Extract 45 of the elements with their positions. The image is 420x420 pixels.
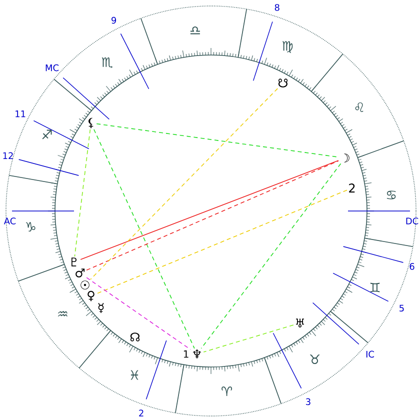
house-label: MC: [46, 64, 59, 72]
planet-glyph: ☋: [278, 78, 288, 88]
zodiac-sign: ♊: [370, 282, 380, 292]
house-label: 3: [306, 398, 310, 406]
planet-glyph: 2: [349, 184, 355, 192]
house-label: IC: [366, 350, 374, 358]
house-label: 8: [274, 4, 280, 11]
aspect-line: [96, 190, 348, 294]
zodiac-sign: ♐: [42, 130, 52, 140]
aspect-line: [86, 277, 191, 350]
planet-glyph: ♅: [296, 318, 304, 328]
aspect-line: [203, 324, 294, 352]
zodiac-sign: ♈: [222, 386, 232, 396]
planet-glyph: ☉: [80, 280, 90, 290]
zodiac-sign: ♌: [355, 102, 364, 112]
house-label: 5: [400, 304, 404, 312]
planet-glyph: ♀: [88, 290, 94, 302]
house-label: 9: [112, 16, 116, 24]
aspect-line: [94, 128, 195, 349]
planet-glyph: ☿: [98, 303, 104, 313]
house-label: DC: [406, 218, 418, 224]
zodiac-sign: ♋: [386, 190, 396, 200]
planet-glyph: ☽: [344, 154, 350, 162]
aspect-line: [200, 163, 342, 349]
zodiac-sign: ♓: [130, 370, 138, 380]
planet-glyph: ♇: [72, 258, 76, 266]
zodiac-sign: ♏: [102, 57, 113, 68]
planet-glyph: ⚸: [88, 118, 94, 128]
planet-glyph: ♆: [193, 350, 201, 358]
zodiac-sign: ♒: [58, 311, 68, 317]
house-label: 11: [16, 110, 26, 118]
zodiac-sign: ♉: [310, 354, 320, 364]
aspect-line: [96, 123, 339, 158]
planet-glyph: ☊: [130, 332, 140, 342]
house-label: 2: [139, 410, 144, 416]
house-label: 6: [410, 263, 414, 270]
zodiac-sign: ♑: [26, 222, 36, 232]
zodiac-sign: ♍: [282, 41, 293, 53]
house-label: 12: [3, 152, 13, 159]
house-label: AC: [4, 218, 16, 224]
aspect-line: [74, 128, 91, 257]
planet-glyph: ♂: [76, 268, 85, 278]
planet-number: 1: [184, 350, 188, 358]
zodiac-sign: ♎: [190, 26, 200, 34]
aspect-line: [90, 88, 278, 280]
